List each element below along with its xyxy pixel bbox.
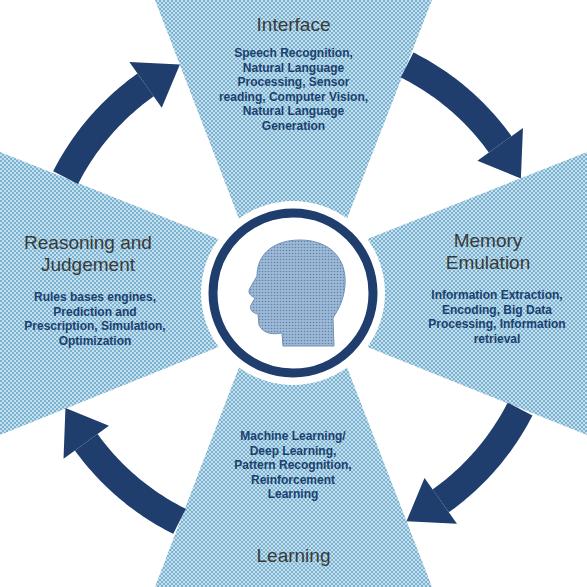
- cycle-arrow: [64, 408, 180, 521]
- sector-shape: [367, 152, 587, 435]
- arrow-head: [477, 128, 523, 179]
- arrow-head: [406, 478, 457, 524]
- sector-heading: Reasoning and Judgement: [8, 232, 168, 276]
- memory-sector: Memory EmulationInformation Extraction, …: [367, 152, 587, 435]
- head-icon: [249, 240, 345, 346]
- arc-band: [407, 65, 500, 144]
- sector-heading: Memory Emulation: [428, 230, 548, 274]
- sector-heading: Interface: [155, 14, 432, 36]
- sector-shape: [155, 0, 432, 219]
- sector-body: Information Extraction, Encoding, Big Da…: [426, 288, 568, 346]
- center-ring: [213, 213, 373, 373]
- sector-shape: [0, 152, 219, 435]
- cycle-arrow: [406, 409, 520, 524]
- sector-shape: [155, 367, 432, 587]
- arc-band: [441, 409, 520, 501]
- sector-body: Machine Learning/ Deep Learning, Pattern…: [229, 429, 357, 502]
- arrow-head: [129, 62, 180, 108]
- learning-sector: Machine Learning/ Deep Learning, Pattern…: [155, 367, 432, 587]
- cycle-arrow: [407, 65, 523, 179]
- cycle-arrow: [66, 62, 180, 177]
- arrow-head: [64, 408, 109, 459]
- interface-sector: InterfaceSpeech Recognition, Natural Lan…: [155, 0, 432, 220]
- sector-heading: Learning: [155, 545, 432, 567]
- arc-band: [86, 442, 179, 521]
- arc-band: [66, 85, 146, 178]
- sector-body: Rules bases engines, Prediction and Pres…: [15, 290, 175, 348]
- reasoning-sector: Reasoning and JudgementRules bases engin…: [0, 152, 220, 435]
- sector-body: Speech Recognition, Natural Language Pro…: [218, 46, 369, 133]
